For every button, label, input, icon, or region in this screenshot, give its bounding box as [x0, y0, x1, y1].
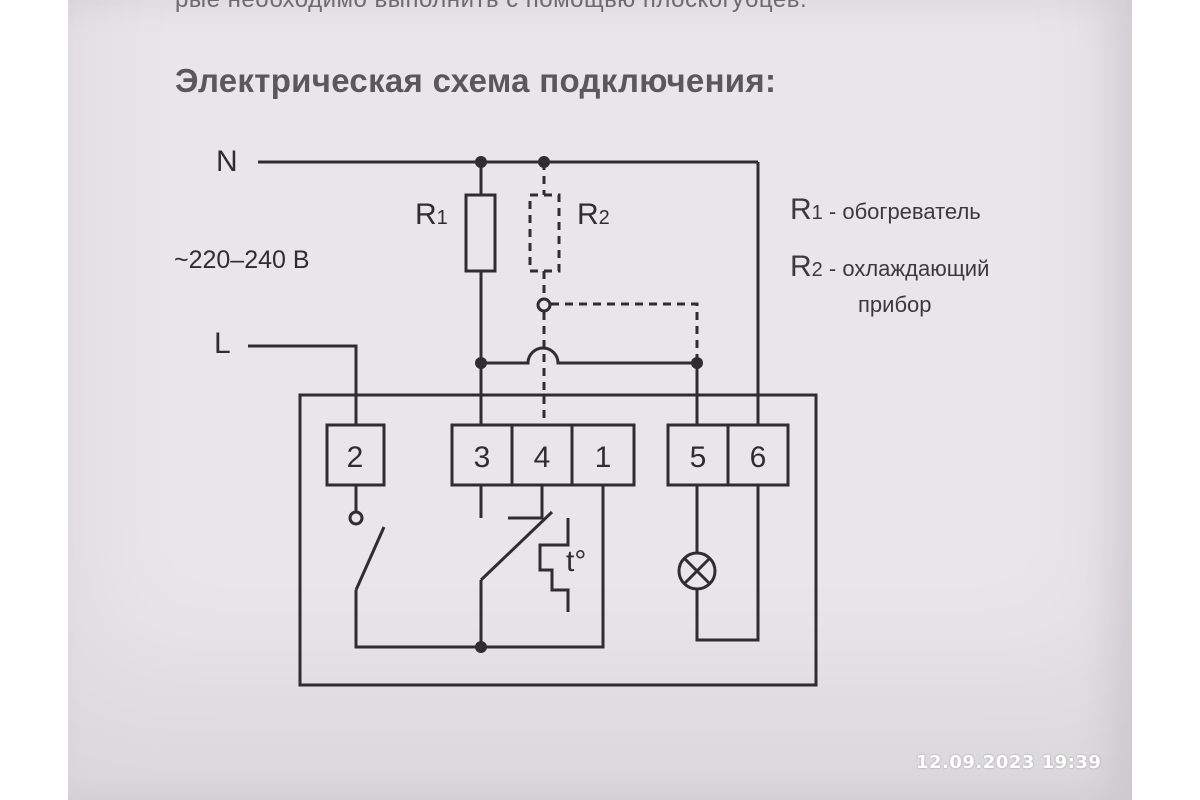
r2-open-contact: [536, 297, 552, 313]
legend-r2-continued: прибор: [858, 292, 932, 317]
terminal-label-3: 3: [474, 441, 491, 474]
thermostat-bimetal: [538, 518, 570, 612]
line-wire: [248, 344, 358, 425]
photo-timestamp: 12.09.2023 19:39: [916, 752, 1102, 773]
junction-dot: [475, 357, 487, 369]
cut-off-text-line: рые необходимо выполнить с помощью плоск…: [175, 0, 807, 14]
junction-dot: [475, 641, 487, 653]
thermostat-switch: [479, 510, 554, 582]
switch-contact: [348, 510, 364, 526]
paper-sheet: [68, 0, 1132, 800]
terminal-label-6: 6: [750, 441, 767, 474]
legend-r2: R2 - охлаждающий: [790, 250, 990, 283]
junction-dot: [538, 156, 550, 168]
bridge-wire-with-hop: [481, 346, 697, 365]
thermostat-enclosure: [298, 393, 818, 687]
terminal-label-5: 5: [690, 441, 707, 474]
terminal-label-2: 2: [347, 441, 364, 474]
terminal-label-4: 4: [534, 441, 551, 474]
page-title: Электрическая схема подключения:: [175, 62, 777, 99]
r1-label: R1: [415, 198, 448, 231]
thermostat-label: t°: [566, 545, 587, 578]
r2-dashed-link: [551, 302, 699, 363]
neutral-label: N: [216, 145, 238, 178]
junction-dot: [475, 156, 487, 168]
diagram-page: рые необходимо выполнить с помощью плоск…: [174, 0, 990, 687]
legend-r1: R1 - обогреватель: [790, 193, 981, 226]
resistor-r1: [464, 193, 497, 273]
junction-dot: [691, 357, 703, 369]
voltage-label: ~220–240 В: [174, 246, 310, 274]
manual-switch: [354, 526, 386, 591]
resistor-r2-optional: [528, 193, 561, 273]
r2-label: R2: [577, 198, 610, 231]
terminal-label-1: 1: [595, 441, 612, 474]
line-label: L: [214, 327, 231, 360]
